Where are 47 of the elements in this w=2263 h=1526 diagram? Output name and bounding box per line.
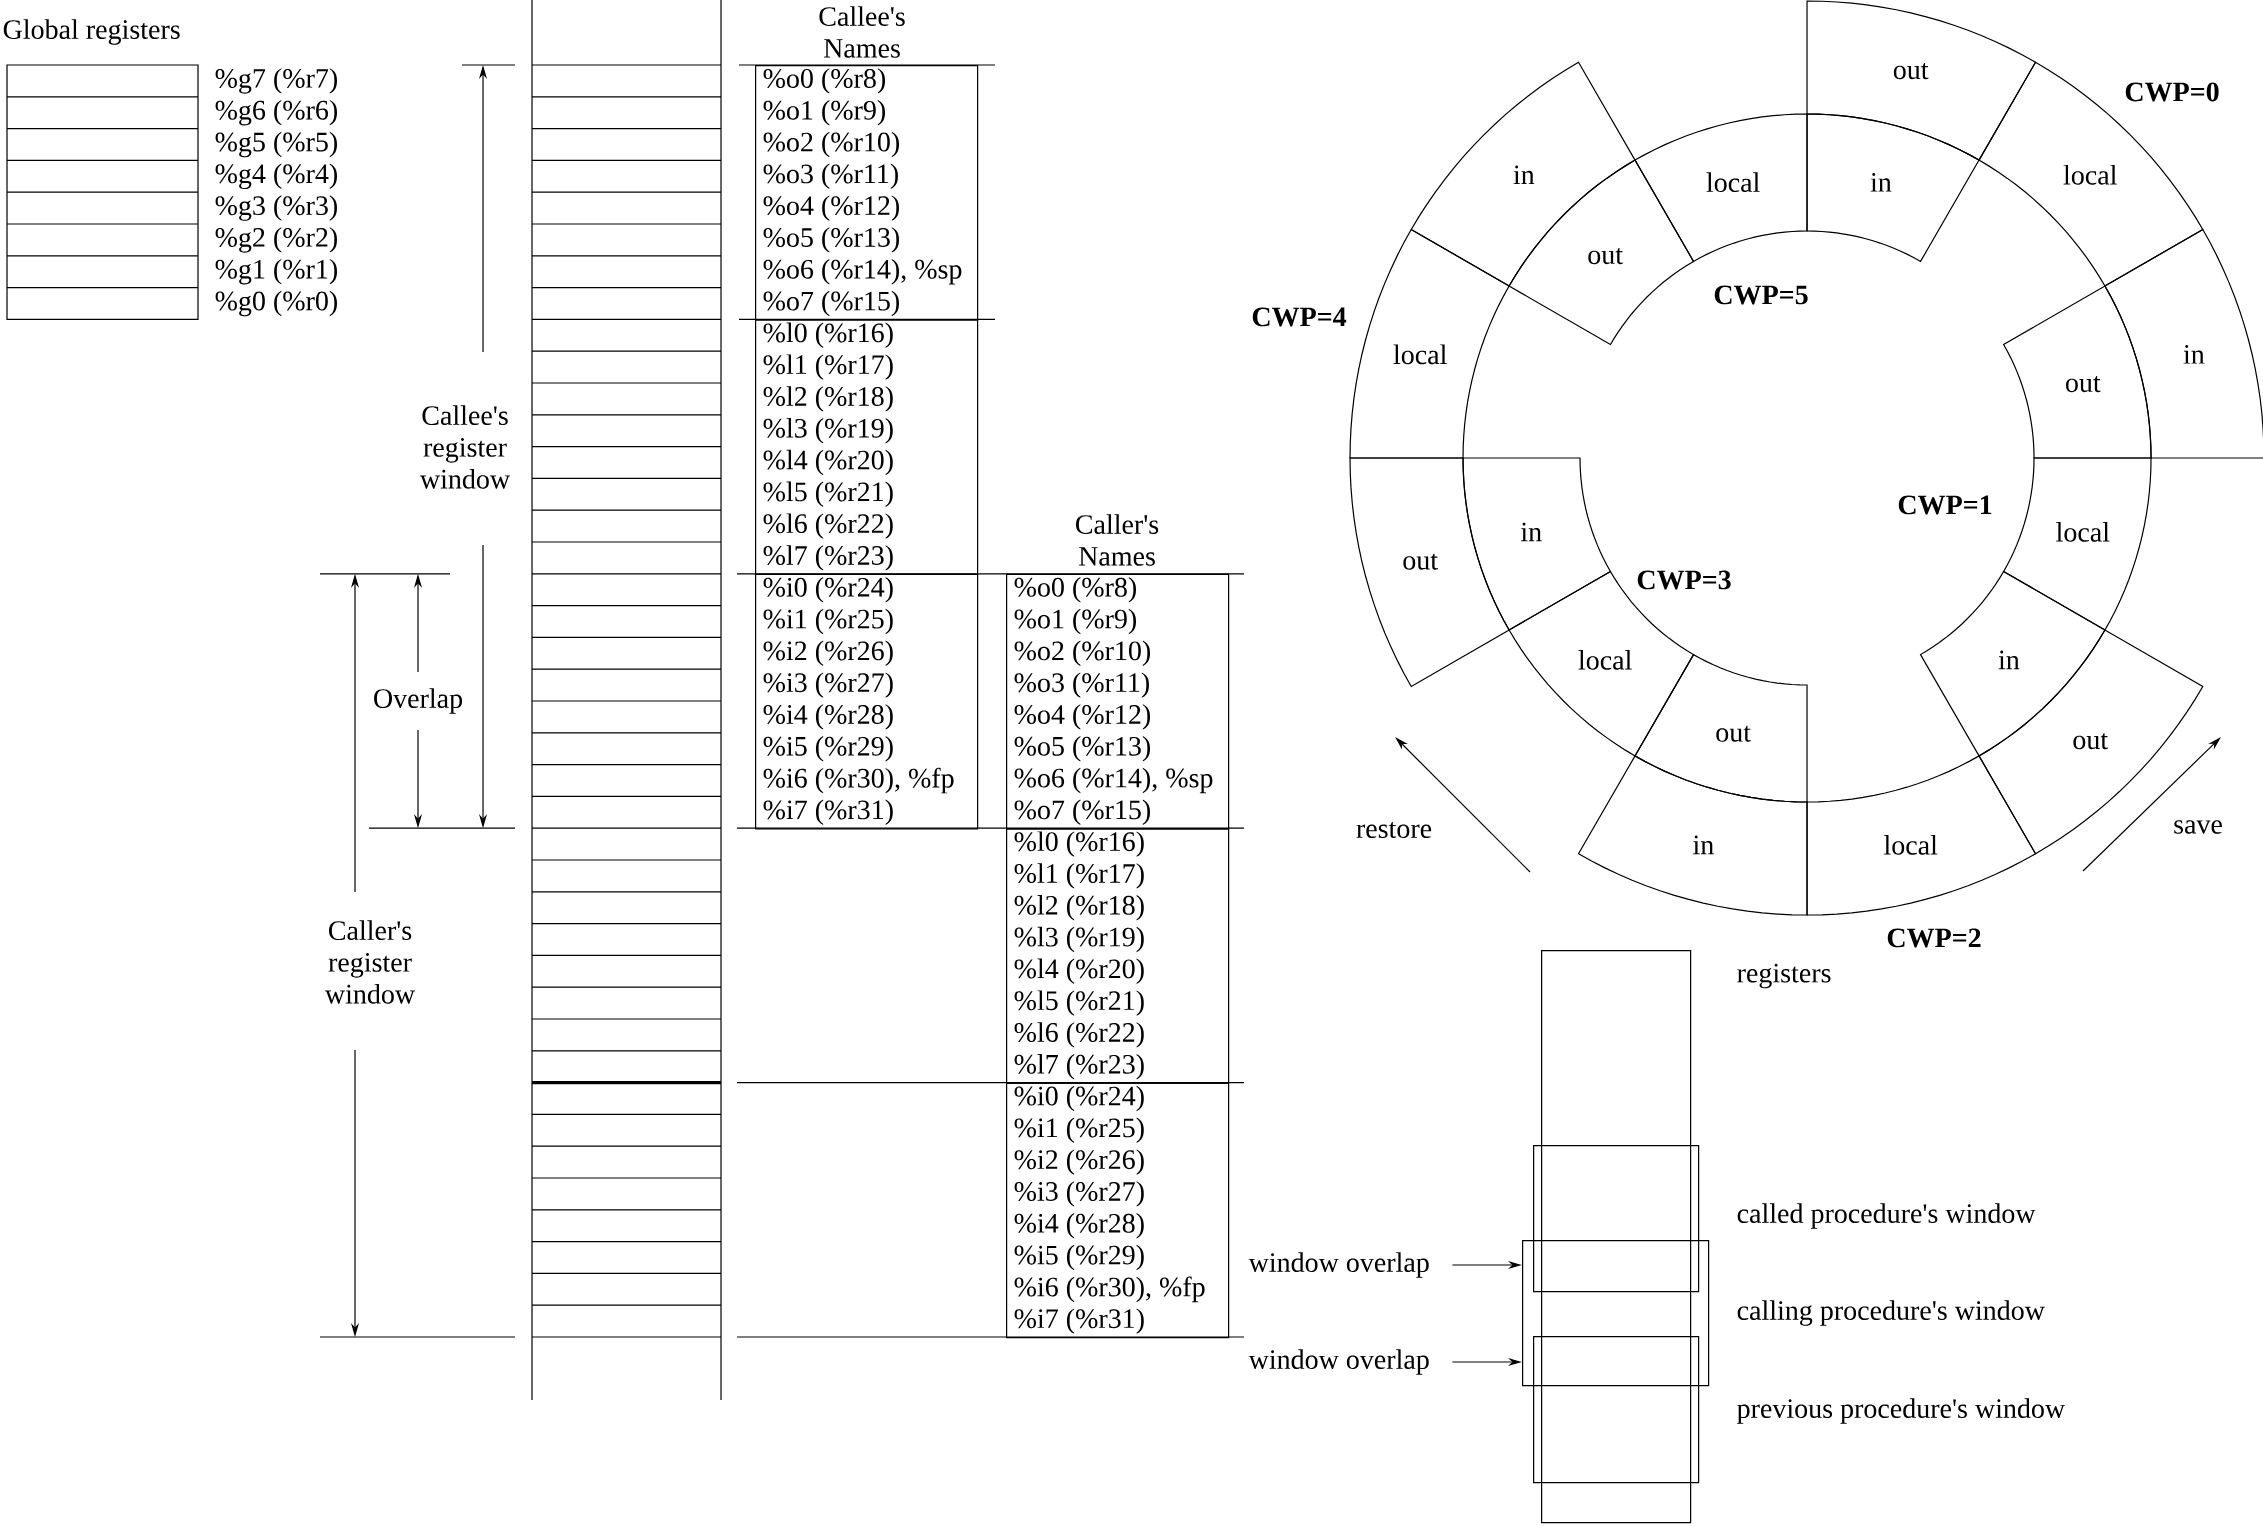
registers-rectangle — [1541, 950, 1692, 1524]
ring-segment: local — [1349, 228, 1510, 459]
register-names-box: %i0 (%r24) %i1 (%r25) %i2 (%r26) %i3 (%r27) %i4 (%r28) %i5 (%r29) %i6 (%r30), %fp %i7 (%r31) — [1006, 1082, 1230, 1339]
window-rectangle — [1533, 1145, 1700, 1293]
rectangle-label: calling procedure's window — [1737, 1300, 2045, 1326]
register-name: %g6 (%r6) — [215, 99, 337, 126]
register-names-box: %o0 (%r8) %o1 (%r9) %o2 (%r10) %o3 (%r11) %o4 (%r12) %o5 (%r13) %o6 (%r14), %sp %o7 (%r15) — [755, 65, 979, 321]
window-rectangle — [1533, 1336, 1700, 1484]
ring-segment: local — [1634, 113, 1808, 263]
rectangle-label: registers — [1737, 963, 1831, 989]
window-pointer-label: CWP=4 — [1252, 307, 1347, 327]
ring-segment: out — [1349, 457, 1510, 688]
ring-segment: out — [1806, 0, 2037, 161]
window-pointer-label: CWP=2 — [1887, 928, 1981, 948]
rectangle-label: previous procedure's window — [1737, 1398, 2066, 1424]
window-rectangle — [1522, 1240, 1710, 1387]
rectangle-label: called procedure's window — [1737, 1203, 2036, 1229]
dimension-label: Callee's register window — [419, 405, 510, 489]
register-names-box: %o0 (%r8) %o1 (%r9) %o2 (%r10) %o3 (%r11) %o4 (%r12) %o5 (%r13) %o6 (%r14), %sp %o7 (%r15) — [1006, 573, 1230, 830]
ring-segment: in — [2104, 228, 2263, 459]
register-name: %g1 (%r1) — [215, 258, 337, 285]
window-pointer-label: CWP=1 — [1898, 495, 1992, 515]
register-names-box: %l0 (%r16) %l1 (%r17) %l2 (%r18) %l3 (%r19) %l4 (%r20) %l5 (%r21) %l6 (%r22) %l7 (%r23) — [755, 319, 979, 575]
dimension-label: Overlap — [374, 688, 463, 714]
ring-segment: in — [1462, 457, 1612, 631]
column-heading: Callee's Names — [819, 6, 905, 58]
window-pointer-label: CWP=3 — [1637, 570, 1731, 590]
column-heading: Caller's Names — [1076, 514, 1159, 566]
callout-text: window overlap — [1248, 1349, 1429, 1375]
register-names-box: %l0 (%r16) %l1 (%r17) %l2 (%r18) %l3 (%r19) %l4 (%r20) %l5 (%r21) %l6 (%r22) %l7 (%r23) — [1006, 828, 1230, 1084]
callout-text: window overlap — [1248, 1252, 1429, 1278]
register-name: %g4 (%r4) — [215, 163, 337, 190]
register-name: %g5 (%r5) — [215, 131, 337, 158]
ring-segment: local — [1806, 755, 2037, 916]
ring-segment: out — [2002, 285, 2152, 459]
ring-segment: in — [1577, 755, 1808, 916]
register-name: %g2 (%r2) — [215, 227, 337, 253]
register-name: %g3 (%r3) — [215, 195, 337, 221]
register-names-box: %i0 (%r24) %i1 (%r25) %i2 (%r26) %i3 (%r27) %i4 (%r28) %i5 (%r29) %i6 (%r30), %fp %i7 (%r31) — [755, 573, 979, 830]
window-pointer-label: CWP=5 — [1714, 285, 1808, 305]
dimension-label: Caller's register window — [324, 920, 415, 1004]
window-pointer-label: CWP=0 — [2125, 82, 2219, 102]
register-name: %g0 (%r0) — [215, 290, 337, 317]
arrow-label: restore — [1356, 822, 1432, 839]
register-name: %g7 (%r7) — [215, 68, 337, 94]
arrow-label: save — [2174, 820, 2222, 834]
heading: Global registers — [3, 19, 180, 45]
